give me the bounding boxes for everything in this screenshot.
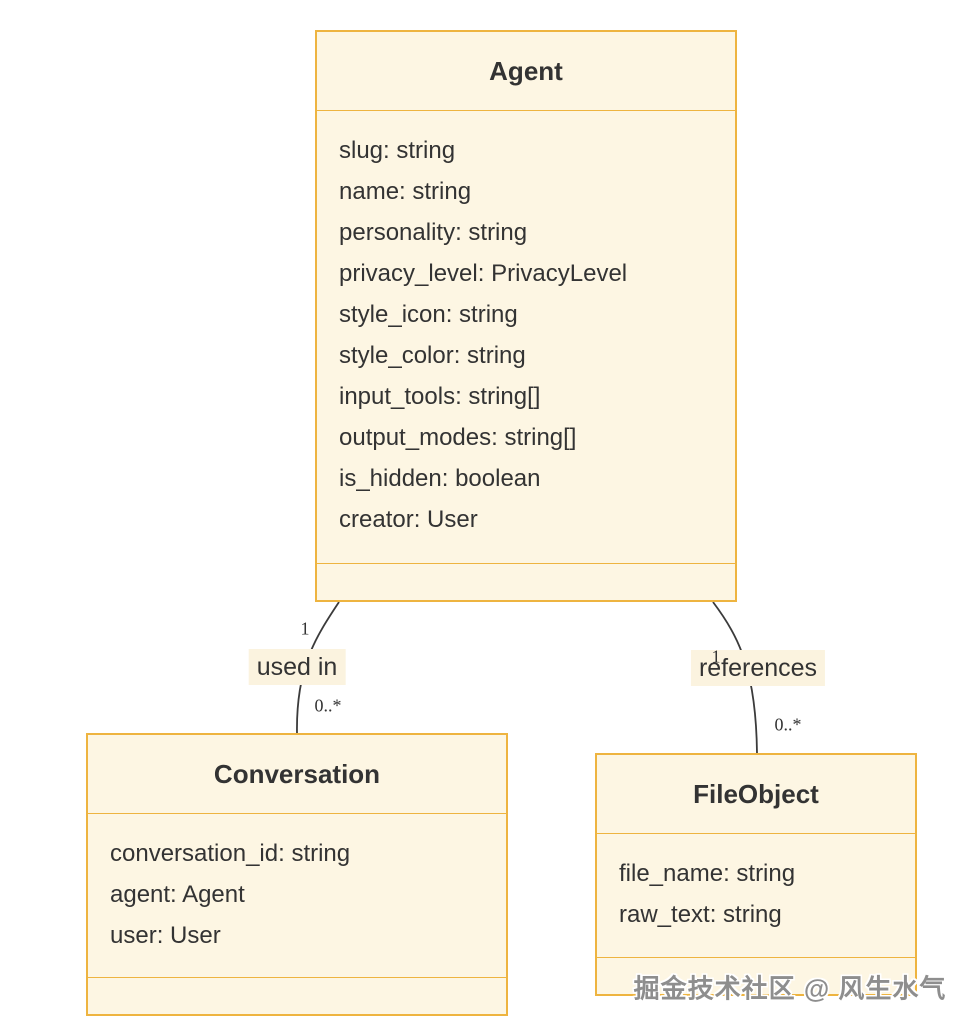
attribute-row: output_modes: string[]	[339, 424, 577, 451]
class-title-agent: Agent	[489, 55, 563, 86]
attribute-row: agent: Agent	[110, 881, 245, 908]
class-methods-empty-fileobject	[597, 957, 915, 994]
attribute-row: style_color: string	[339, 342, 526, 369]
class-attributes-agent: slug: string name: string personality: s…	[317, 110, 735, 563]
class-box-agent: Agent slug: string name: string personal…	[315, 30, 737, 602]
attribute-row: is_hidden: boolean	[339, 465, 541, 492]
attribute-row: privacy_level: PrivacyLevel	[339, 260, 628, 287]
edge-label-references: references	[690, 650, 826, 686]
class-attributes-conversation: conversation_id: string agent: Agent use…	[88, 813, 506, 977]
attribute-row: style_icon: string	[339, 301, 518, 328]
class-box-fileobject: FileObject file_name: string raw_text: s…	[595, 753, 917, 996]
class-attributes-fileobject: file_name: string raw_text: string	[597, 833, 915, 957]
attribute-row: input_tools: string[]	[339, 383, 541, 410]
cardinality-fileobject-end: 0..*	[774, 714, 802, 735]
class-title-conversation: Conversation	[213, 758, 381, 789]
class-title-fileobject: FileObject	[693, 778, 819, 809]
attribute-row: creator: User	[339, 506, 478, 533]
cardinality-agent-end-used-in: 1	[300, 618, 310, 639]
attribute-row: raw_text: string	[619, 901, 782, 928]
watermark: 掘金技术社区 @ 风生水气	[633, 973, 947, 1004]
class-box-conversation: Conversation conversation_id: string age…	[86, 733, 508, 1016]
class-methods-empty-agent	[317, 563, 735, 600]
attribute-row: file_name: string	[619, 860, 796, 887]
cardinality-conversation-end: 0..*	[314, 695, 342, 716]
attribute-row: slug: string	[339, 137, 456, 164]
cardinality-agent-end-references: 1	[711, 646, 721, 667]
attribute-row: personality: string	[339, 219, 528, 246]
edge-label-used-in: used in	[248, 649, 346, 685]
attribute-row: user: User	[110, 922, 221, 949]
attribute-row: conversation_id: string	[110, 840, 351, 867]
class-methods-empty-conversation	[88, 977, 506, 1014]
attribute-row: name: string	[339, 178, 472, 205]
